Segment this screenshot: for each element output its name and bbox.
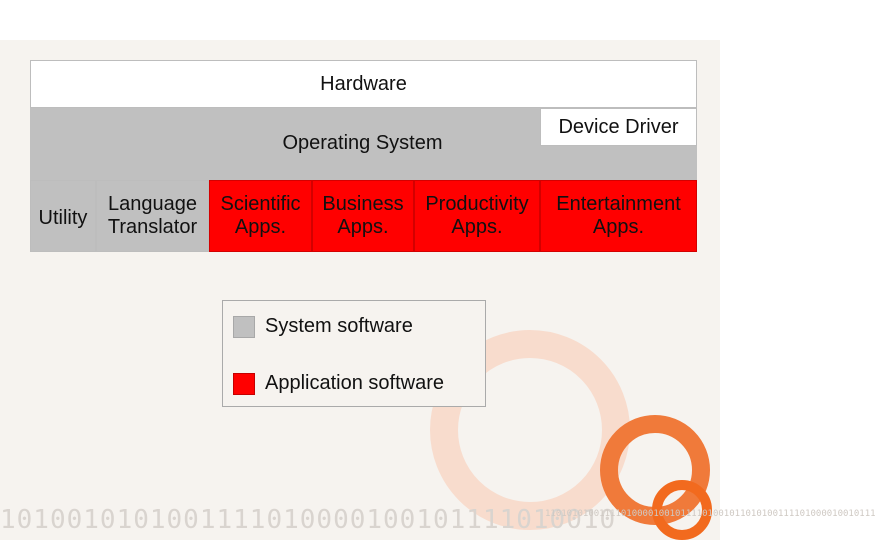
business-apps-line1: Business [322, 193, 404, 215]
entertainment-apps-box: Entertainment Apps. [540, 180, 697, 252]
language-translator-box: Language Translator [96, 180, 209, 252]
scientific-apps-line2: Apps. [234, 216, 287, 238]
binary-text-large: 1010010101001111010000100101111010010 [0, 505, 617, 535]
scientific-apps-box: Scientific Apps. [209, 180, 312, 252]
legend: System software Application software [222, 300, 486, 407]
business-apps-line2: Apps. [337, 216, 389, 238]
language-translator-line1: Language [108, 193, 197, 215]
device-driver-label: Device Driver [558, 115, 679, 138]
legend-item-application: Application software [233, 372, 444, 395]
hardware-label: Hardware [320, 72, 407, 95]
entertainment-apps-line1: Entertainment [556, 193, 681, 215]
utility-label: Utility [38, 207, 88, 229]
hardware-layer: Hardware [30, 60, 697, 108]
software-layers-diagram: Hardware Operating System Device Driver … [30, 60, 697, 252]
productivity-apps-line1: Productivity [425, 193, 529, 215]
legend-application-label: Application software [265, 372, 444, 394]
application-software-swatch [233, 372, 255, 395]
utility-box: Utility [30, 180, 96, 252]
legend-item-system: System software [233, 315, 413, 338]
scientific-apps-line1: Scientific [220, 193, 301, 215]
productivity-apps-line2: Apps. [451, 216, 503, 238]
operating-system-label: Operating System [282, 132, 443, 154]
entertainment-apps-line2: Apps. [592, 216, 645, 238]
system-software-swatch [233, 315, 255, 338]
legend-system-label: System software [265, 315, 413, 337]
business-apps-box: Business Apps. [312, 180, 414, 252]
binary-decoration: 1010010101001111010000100101111010010 11… [0, 505, 876, 540]
language-translator-line2: Translator [107, 216, 198, 238]
binary-text-small: 1101010100111101000010010111101001011010… [545, 509, 876, 519]
decorative-ring-orange-small [652, 480, 712, 540]
productivity-apps-box: Productivity Apps. [414, 180, 540, 252]
device-driver-box: Device Driver [540, 108, 697, 146]
